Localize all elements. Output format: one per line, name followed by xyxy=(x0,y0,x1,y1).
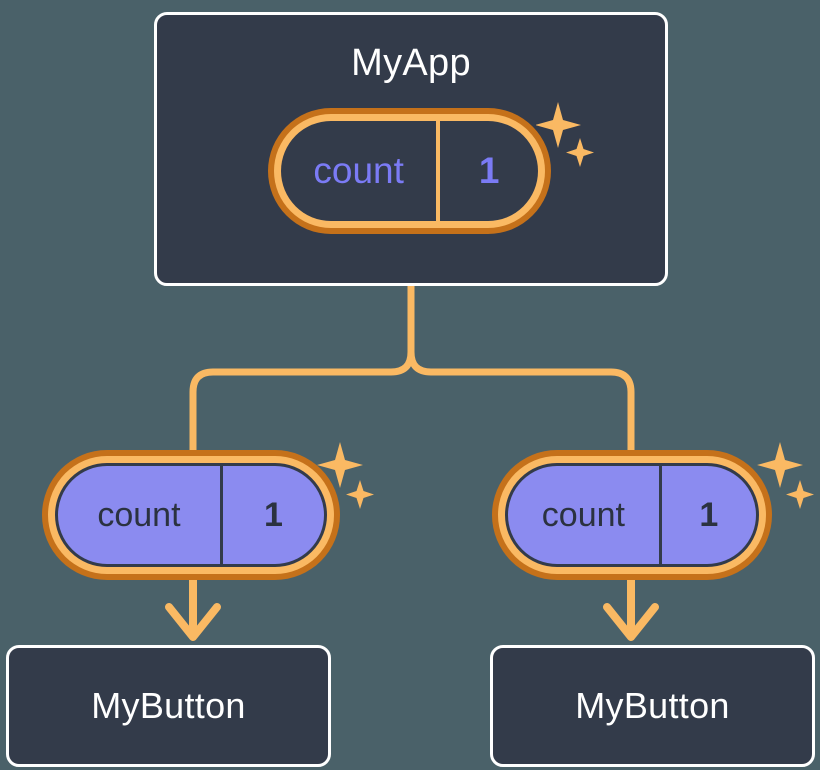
pill-outer-ring: count 1 xyxy=(268,108,551,234)
branch-split-connector xyxy=(189,282,415,456)
pill-outer-ring: count 1 xyxy=(492,450,772,580)
state-key: count xyxy=(58,466,223,564)
state-value: 1 xyxy=(478,150,500,191)
branch-split-connector-right xyxy=(407,282,635,456)
pill-outer-ring: count 1 xyxy=(42,450,340,580)
state-value: 1 xyxy=(263,495,283,534)
pill-body: count 1 xyxy=(55,463,327,567)
component-label: MyButton xyxy=(575,685,730,726)
component-card-mybutton-right[interactable]: MyButton xyxy=(490,645,815,767)
component-card-mybutton-left[interactable]: MyButton xyxy=(6,645,331,767)
state-pill-root[interactable]: count 1 xyxy=(268,108,551,234)
pill-inner-ring: count 1 xyxy=(48,456,334,574)
pill-body: count 1 xyxy=(281,121,538,221)
page-title: MyApp xyxy=(351,42,471,84)
state-pill-child-right[interactable]: count 1 xyxy=(492,450,772,580)
pill-inner-ring: count 1 xyxy=(274,114,545,228)
arrow-down-icon-right xyxy=(603,578,659,641)
pill-body: count 1 xyxy=(505,463,759,567)
state-key: count xyxy=(281,121,441,221)
component-label: MyButton xyxy=(91,685,246,726)
arrow-down-icon-left xyxy=(165,578,221,641)
state-value: 1 xyxy=(699,495,719,534)
state-pill-child-left[interactable]: count 1 xyxy=(42,450,340,580)
pill-inner-ring: count 1 xyxy=(498,456,766,574)
state-key: count xyxy=(508,466,662,564)
